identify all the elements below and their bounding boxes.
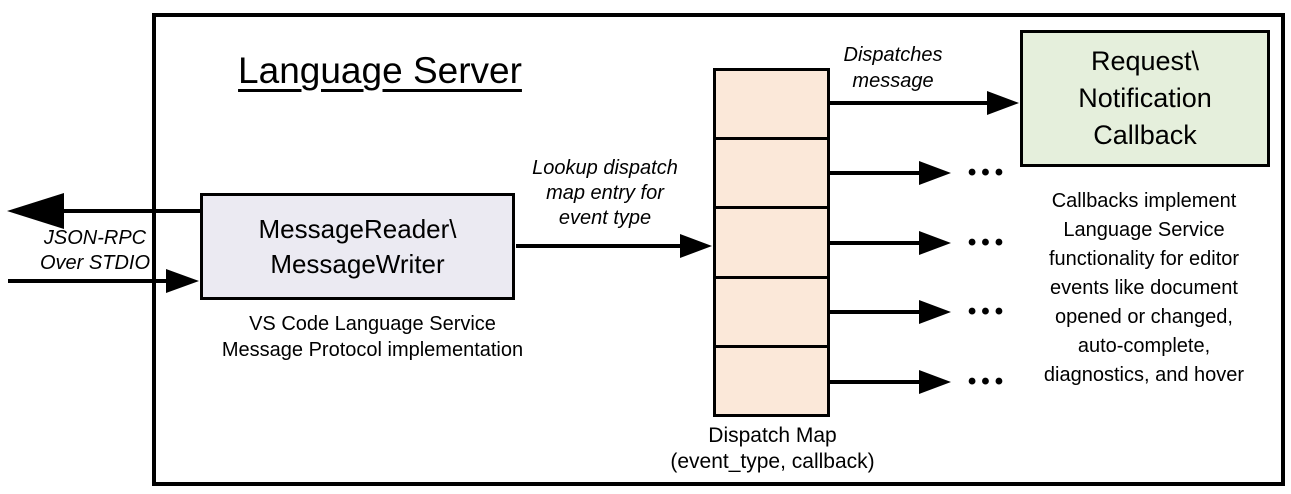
callbacks-note-line2: Language Service: [1063, 219, 1225, 241]
dispatch-map-caption-line2: (event_type, callback): [670, 450, 875, 473]
message-box-line1: MessageReader\: [258, 213, 457, 244]
lookup-label-line3: event type: [558, 207, 652, 229]
ellipsis-row-2: •••: [967, 159, 1009, 186]
ellipsis-row-5: •••: [967, 368, 1009, 395]
callback-box-line3: Callback: [1093, 120, 1197, 150]
dispatch-map-cell: [716, 347, 827, 415]
ellipsis-row-3: •••: [967, 229, 1009, 256]
callback-box-line1: Request\: [1090, 46, 1200, 76]
dispatch-map-caption: Dispatch Map (event_type, callback): [640, 423, 905, 475]
dispatch-map-cell: [716, 71, 827, 141]
stdio-label-line2: Over STDIO: [39, 252, 150, 274]
dispatch-map-cells: [716, 71, 827, 415]
dispatch-map-cell: [716, 209, 827, 279]
dispatch-map: [713, 68, 830, 417]
message-box-caption-line1: VS Code Language Service: [249, 313, 496, 335]
lookup-arrow: [516, 234, 712, 258]
ellipsis-row-4: •••: [967, 298, 1009, 325]
stdio-in-arrow: [8, 269, 199, 293]
callbacks-note-line7: diagnostics, and hover: [1043, 364, 1245, 386]
request-notification-callback-box: Request\ Notification Callback: [1020, 30, 1270, 167]
callbacks-note-line3: functionality for editor: [1048, 248, 1240, 270]
message-box-line2: MessageWriter: [270, 248, 445, 279]
dispatches-label: Dispatches message: [828, 42, 958, 94]
callbacks-note-line4: events like document: [1050, 277, 1238, 299]
stdio-label: JSON-RPC Over STDIO: [25, 226, 165, 276]
lookup-label: Lookup dispatch map entry for event type: [515, 156, 695, 231]
lookup-label-line1: Lookup dispatch: [532, 157, 678, 179]
stdio-label-line1: JSON-RPC: [43, 227, 147, 249]
message-box-caption-line2: Message Protocol implementation: [221, 339, 524, 361]
dispatch-map-cell: [716, 140, 827, 210]
message-box-caption: VS Code Language Service Message Protoco…: [190, 311, 555, 363]
dispatches-label-line2: message: [852, 70, 934, 92]
dispatch-map-cell: [716, 278, 827, 348]
callbacks-note-line1: Callbacks implement: [1051, 190, 1237, 212]
callbacks-note-line6: auto-complete,: [1077, 335, 1211, 357]
dispatches-label-line1: Dispatches: [843, 44, 943, 66]
dispatch-map-caption-line1: Dispatch Map: [708, 424, 837, 447]
message-reader-writer-box: MessageReader\ MessageWriter: [200, 193, 515, 300]
diagram-title: Language Server: [238, 50, 522, 91]
callbacks-note-line5: opened or changed,: [1055, 306, 1233, 328]
callback-box-line2: Notification: [1078, 83, 1212, 113]
lookup-label-line2: map entry for: [546, 182, 664, 204]
language-server-container: [152, 13, 1285, 486]
callbacks-note: Callbacks implement Language Service fun…: [1010, 187, 1278, 390]
stdio-out-arrow: [7, 193, 200, 229]
